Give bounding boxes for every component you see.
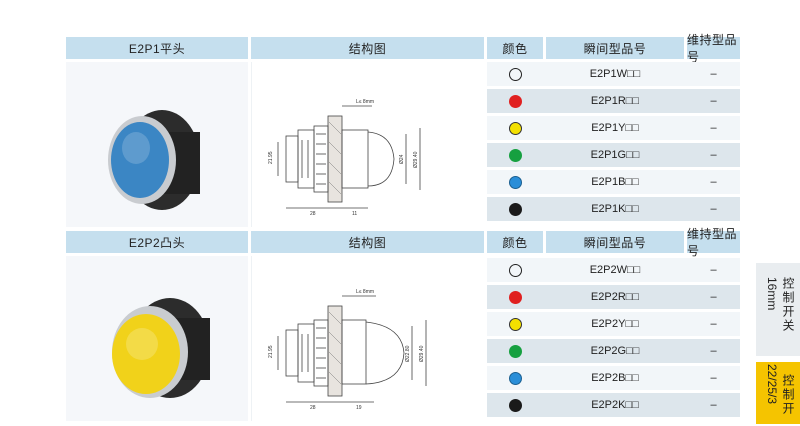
momentary-code: E2P1B□□ <box>591 176 639 188</box>
table-row: E2P1G□□ – <box>487 143 740 167</box>
dim-d2: Ø29.40 <box>413 151 419 168</box>
dim-bottom-left: 28 <box>310 211 316 217</box>
momentary-code: E2P2R□□ <box>590 291 640 303</box>
dim-bottom-right: 19 <box>356 405 362 411</box>
model-header: E2P1平头 <box>66 37 248 59</box>
button-cap <box>111 122 169 198</box>
table-row: E2P2B□□ – <box>487 366 740 390</box>
side-tab-title: 控制开 <box>781 374 795 416</box>
black-dot <box>508 398 522 412</box>
maintained-code: – <box>710 291 717 303</box>
table-row: E2P2G□□ – <box>487 339 740 363</box>
yellow-dot <box>508 121 522 135</box>
green-dot <box>508 344 522 358</box>
structure-drawing: L≤ 8mm 21.95 Ø24 Ø29.40 28 11 <box>251 62 485 227</box>
red-dot <box>508 94 522 108</box>
button-cap <box>112 314 180 394</box>
white-dot <box>508 67 522 81</box>
model-header: E2P2凸头 <box>66 231 248 253</box>
dim-d1: Ø22.80 <box>405 345 411 362</box>
maintained-code: – <box>710 122 717 134</box>
table-row: E2P2K□□ – <box>487 393 740 417</box>
momentary-code: E2P1K□□ <box>591 203 639 215</box>
maintained-header: 维持型品号 <box>687 33 740 64</box>
product-photo <box>66 256 248 421</box>
momentary-header: 瞬间型品号 <box>546 231 684 253</box>
side-tab-22mm[interactable]: 控制开 22/25/3 <box>756 362 800 424</box>
green-dot <box>508 148 522 162</box>
momentary-code: E2P2K□□ <box>591 399 639 411</box>
table-row: E2P1R□□ – <box>487 89 740 113</box>
color-header: 颜色 <box>487 231 543 253</box>
white-dot <box>508 263 522 277</box>
black-dot <box>508 202 522 216</box>
maintained-code: – <box>710 149 717 161</box>
drawing-svg: L≤ 8mm 21.95 Ø24 Ø29.40 28 11 <box>268 99 421 217</box>
momentary-code: E2P1G□□ <box>590 149 640 161</box>
product-block-e2p1: E2P1平头 结构图 颜色 瞬间型品号 维持型品号 <box>66 33 740 227</box>
momentary-code: E2P2G□□ <box>590 345 640 357</box>
table-row: E2P2W□□ – <box>487 258 740 282</box>
side-tab-sub: 16mm <box>765 277 779 311</box>
maintained-code: – <box>710 264 717 276</box>
color-header: 颜色 <box>487 37 543 59</box>
side-tab-sub: 22/25/3 <box>765 364 779 405</box>
momentary-code: E2P1R□□ <box>590 95 640 107</box>
structure-drawing: L≤ 8mm 21.95 Ø22.80 Ø29.40 28 19 <box>251 256 485 421</box>
maintained-code: – <box>710 203 717 215</box>
table-row: E2P1Y□□ – <box>487 116 740 140</box>
maintained-code: – <box>710 95 717 107</box>
maintained-code: – <box>710 372 717 384</box>
maintained-code: – <box>710 399 717 411</box>
dim-left: 21.95 <box>268 151 274 164</box>
table-row: E2P1K□□ – <box>487 197 740 221</box>
flat-button-image <box>108 110 200 210</box>
momentary-header: 瞬间型品号 <box>546 37 684 59</box>
momentary-code: E2P2Y□□ <box>591 318 639 330</box>
dim-d1: Ø24 <box>399 154 405 164</box>
dim-left: 21.95 <box>268 345 274 358</box>
momentary-code: E2P1W□□ <box>589 68 641 80</box>
momentary-code: E2P2W□□ <box>589 264 641 276</box>
dim-bottom-left: 28 <box>310 405 316 411</box>
blue-dot <box>508 371 522 385</box>
blue-dot <box>508 175 522 189</box>
maintained-code: – <box>710 176 717 188</box>
red-dot <box>508 290 522 304</box>
dim-bottom-right: 11 <box>352 211 357 217</box>
momentary-code: E2P1Y□□ <box>591 122 639 134</box>
yellow-dot <box>508 317 522 331</box>
product-block-e2p2: E2P2凸头 结构图 颜色 瞬间型品号 维持型品号 <box>66 227 740 421</box>
drawing-svg: L≤ 8mm 21.95 Ø22.80 Ø29.40 28 19 <box>268 289 427 411</box>
dim-top: L≤ 8mm <box>356 289 374 295</box>
dim-d2: Ø29.40 <box>419 345 425 362</box>
table-row: E2P2R□□ – <box>487 285 740 309</box>
table-row: E2P2Y□□ – <box>487 312 740 336</box>
maintained-code: – <box>710 345 717 357</box>
dim-top: L≤ 8mm <box>356 99 374 105</box>
maintained-code: – <box>710 318 717 330</box>
table-row: E2P1B□□ – <box>487 170 740 194</box>
product-photo <box>66 62 248 227</box>
side-tab-title: 控制开关 <box>781 277 795 333</box>
side-tab-16mm[interactable]: 控制开关 16mm <box>756 263 800 356</box>
momentary-code: E2P2B□□ <box>591 372 639 384</box>
maintained-header: 维持型品号 <box>687 227 740 258</box>
table-row: E2P1W□□ – <box>487 62 740 86</box>
maintained-code: – <box>710 68 717 80</box>
raised-button-image <box>112 298 210 398</box>
structure-header: 结构图 <box>251 231 484 253</box>
structure-header: 结构图 <box>251 37 484 59</box>
